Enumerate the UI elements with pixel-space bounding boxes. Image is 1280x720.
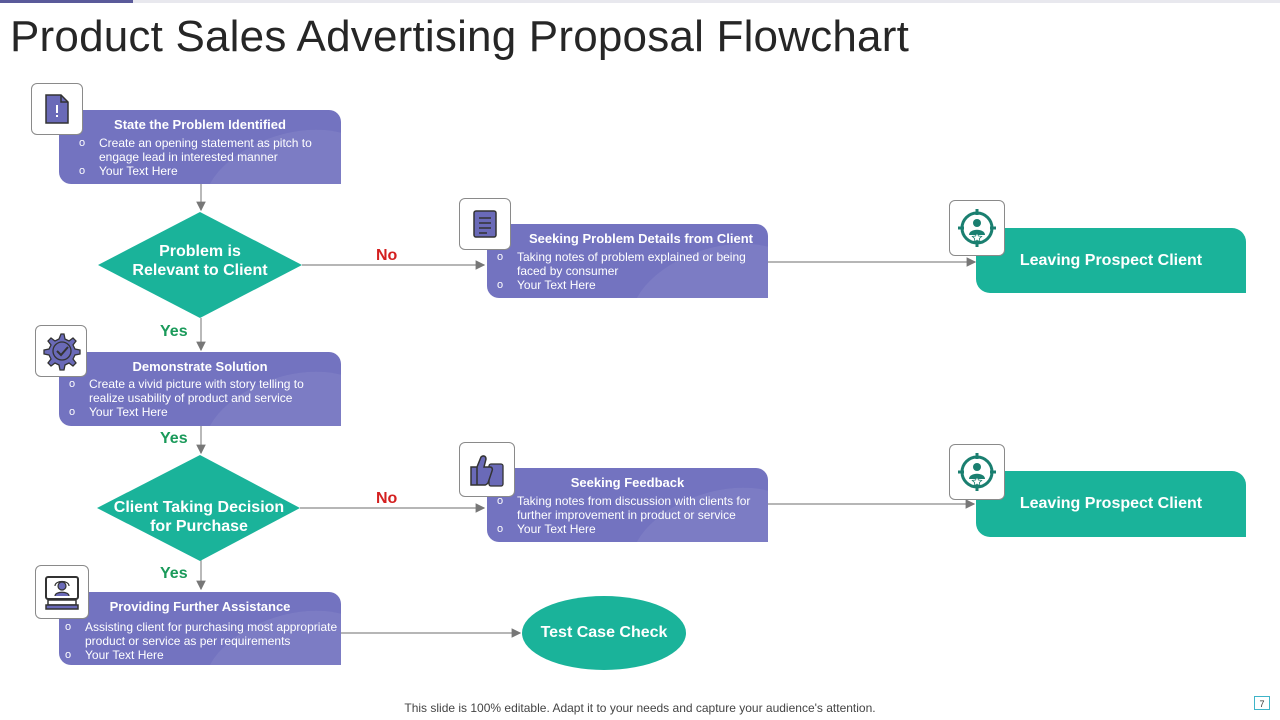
seek-details-icon-frame [459, 198, 511, 250]
step-title: State the Problem Identified [114, 117, 286, 132]
step-state-problem: State the Problem Identified Create an o… [59, 110, 341, 184]
bullet: Create an opening statement as pitch to … [79, 136, 334, 164]
bullet: Taking notes from discussion with client… [497, 494, 762, 522]
bullet: Your Text Here [497, 278, 759, 292]
step-title: Demonstrate Solution [132, 359, 268, 374]
leave2-icon-frame [949, 444, 1005, 500]
bullet: Your Text Here [497, 522, 762, 536]
step-providing-assistance: Providing Further Assistance Assisting c… [59, 592, 341, 665]
outcome-label: Leaving Prospect Client [1019, 495, 1203, 512]
bullet: Assisting client for purchasing most app… [65, 620, 340, 648]
decision-line: for Purchase [150, 518, 248, 535]
bullet: Your Text Here [79, 164, 334, 178]
top-rule-accent [0, 0, 133, 3]
decision-diamond-relevant [98, 212, 302, 318]
leave1-icon-frame [949, 200, 1005, 256]
assist-icon-frame [35, 565, 89, 619]
decision-line: Problem is [159, 243, 241, 260]
step-title: Providing Further Assistance [109, 599, 291, 614]
step-bullets: Taking notes of problem explained or bei… [497, 250, 759, 292]
decision-line: Client Taking Decision [113, 499, 285, 516]
step-demonstrate-solution: Demonstrate Solution Create a vivid pict… [59, 352, 341, 426]
outcome-test-case-check: Test Case Check [522, 596, 686, 670]
computer-support-icon [45, 576, 79, 610]
step-seeking-details: Seeking Problem Details from Client Taki… [487, 224, 768, 298]
top-rule [0, 0, 1280, 3]
footer-note: This slide is 100% editable. Adapt it to… [404, 701, 876, 715]
bullet: Your Text Here [65, 648, 340, 662]
outcome-leaving-prospect-2: Leaving Prospect Client [976, 471, 1246, 537]
bullet: Create a vivid picture with story tellin… [69, 377, 334, 405]
seek-feedback-icon-frame [459, 442, 515, 497]
step-bullets: Create an opening statement as pitch to … [79, 136, 334, 178]
decision-relevant-text: Problem is Relevant to Client [110, 242, 290, 280]
step-seeking-feedback: Seeking Feedback Taking notes from discu… [487, 468, 768, 542]
target-person-icon [958, 209, 996, 247]
label-yes-3: Yes [160, 565, 188, 582]
document-alert-icon [45, 94, 69, 124]
gear-check-icon [43, 333, 81, 371]
step-bullets: Assisting client for purchasing most app… [65, 620, 340, 662]
bullet: Your Text Here [69, 405, 334, 419]
step-title: Seeking Problem Details from Client [529, 231, 753, 246]
step-bullets: Taking notes from discussion with client… [497, 494, 762, 536]
step-bullets: Create a vivid picture with story tellin… [69, 377, 334, 419]
label-no-2: No [376, 490, 398, 507]
outcome-leaving-prospect-1: Leaving Prospect Client [976, 228, 1246, 293]
label-no-1: No [376, 247, 398, 264]
outcome-label: Test Case Check [540, 624, 668, 641]
label-yes-1: Yes [160, 323, 188, 340]
page-title: Product Sales Advertising Proposal Flowc… [10, 12, 910, 61]
state-icon-frame [31, 83, 83, 135]
demonstrate-icon-frame [35, 325, 87, 377]
bullet: Taking notes of problem explained or bei… [497, 250, 759, 278]
decision-line: Relevant to Client [132, 262, 268, 279]
thumbs-up-icon [470, 454, 504, 487]
page-number: 7 [1254, 696, 1270, 710]
label-yes-2: Yes [160, 430, 188, 447]
decision-diamond-purchase [97, 455, 300, 561]
decision-purchase-text: Client Taking Decision for Purchase [100, 498, 298, 536]
checklist-icon [473, 210, 497, 238]
outcome-label: Leaving Prospect Client [1019, 251, 1203, 269]
step-title: Seeking Feedback [570, 475, 685, 490]
target-person-icon [958, 453, 996, 491]
